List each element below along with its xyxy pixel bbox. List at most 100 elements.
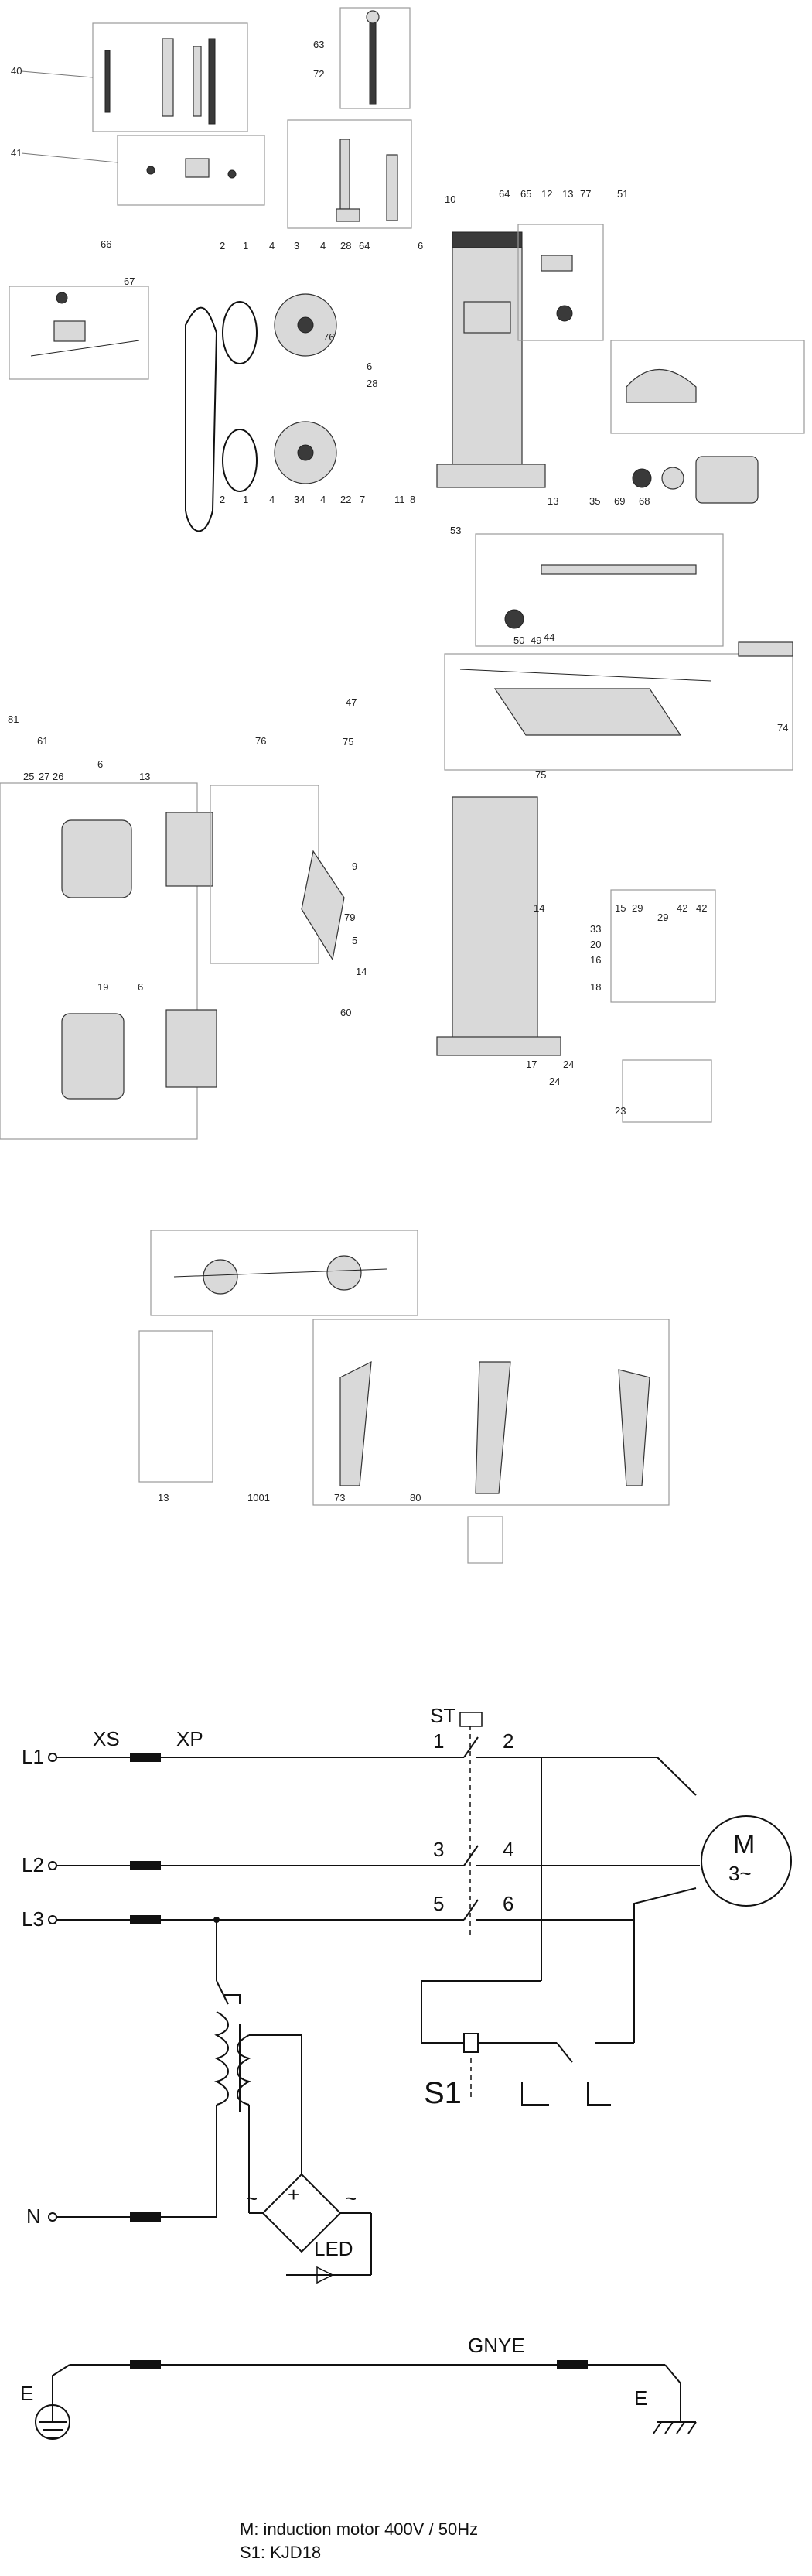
part-number-label: 75 xyxy=(535,769,546,781)
bridge-plus: + xyxy=(288,2183,299,2206)
earth-symbol-right xyxy=(653,2421,697,2434)
part-number-label: 60 xyxy=(340,1007,351,1018)
part-number-label: 7 xyxy=(360,494,365,505)
part-number-label: 42 xyxy=(677,902,687,914)
part-number-label: 19 xyxy=(97,981,108,993)
part-number-label: 69 xyxy=(614,495,625,507)
part-number-label: 27 xyxy=(39,771,49,782)
part-number-label: 12 xyxy=(541,188,552,200)
part-number-label: 47 xyxy=(346,696,357,708)
part-number-label: 4 xyxy=(269,494,275,505)
part-number-label: 5 xyxy=(352,935,357,946)
part-number-label: 68 xyxy=(639,495,650,507)
connector-xp: XP xyxy=(176,1727,203,1750)
assembly-box-61 xyxy=(0,782,198,1140)
connector-xs: XS xyxy=(93,1727,120,1750)
part-number-label: 24 xyxy=(549,1076,560,1087)
assembly-box-44 xyxy=(444,653,793,771)
part-number-label: 66 xyxy=(101,238,111,250)
motor-label: M xyxy=(733,1830,755,1859)
part-number-label: 29 xyxy=(657,912,668,923)
motor-note: M: induction motor 400V / 50Hz xyxy=(240,2520,479,2539)
contact-3: 3 xyxy=(433,1838,444,1861)
assembly-box-53 xyxy=(475,533,724,647)
ac-right: ~ xyxy=(345,2187,357,2210)
frame-lower xyxy=(452,796,538,1053)
contact-4: 4 xyxy=(503,1838,513,1861)
part-number-label: 76 xyxy=(323,331,334,343)
terminal-l3: L3 xyxy=(22,1907,44,1931)
part-number-label: 29 xyxy=(632,902,643,914)
contact-1: 1 xyxy=(433,1729,444,1753)
lower-door xyxy=(61,1013,125,1100)
assembly-box-72 xyxy=(287,119,412,229)
part-number-label: 26 xyxy=(53,771,63,782)
led-symbol xyxy=(316,2266,334,2284)
part-number-label: 63 xyxy=(313,39,324,50)
part-number-label: 16 xyxy=(590,954,601,966)
part-number-label: 64 xyxy=(499,188,510,200)
assembly-box-81 xyxy=(467,1516,503,1564)
part-number-label: 6 xyxy=(367,361,372,372)
part-number-label: 6 xyxy=(418,240,423,251)
stand-box-80 xyxy=(312,1319,670,1506)
part-number-label: 34 xyxy=(294,494,305,505)
part-number-label: 79 xyxy=(344,912,355,923)
part-number-label: 61 xyxy=(37,735,48,747)
earth-symbol-left xyxy=(35,2404,70,2440)
work-table xyxy=(493,688,682,736)
part-number-label: 2 xyxy=(220,240,225,251)
wiring-diagram: L1 L2 L3 N XS XP ST 1 2 3 4 5 6 M 3~ S1 … xyxy=(20,1704,792,2440)
part-number-label: 49 xyxy=(531,635,541,646)
saw-blade xyxy=(185,306,218,532)
part-number-label: 24 xyxy=(563,1059,574,1070)
assembly-box-76 xyxy=(210,785,319,964)
terminal-l1: L1 xyxy=(22,1745,44,1768)
switch-note: S1: KJD18 xyxy=(240,2543,322,2562)
terminal-l2: L2 xyxy=(22,1853,44,1876)
part-number-label: 13 xyxy=(548,495,558,507)
part-number-label: 13 xyxy=(158,1492,169,1504)
frame-upper xyxy=(452,247,523,481)
part-number-label: 18 xyxy=(590,981,601,993)
part-number-label: 1 xyxy=(243,240,248,251)
assembly-box-41 xyxy=(117,135,265,206)
contact-5: 5 xyxy=(433,1892,444,1915)
part-number-label: 73 xyxy=(334,1492,345,1504)
part-number-label: 17 xyxy=(526,1059,537,1070)
part-number-label: 72 xyxy=(313,68,324,80)
part-number-label: 4 xyxy=(269,240,275,251)
part-number-label: 53 xyxy=(450,525,461,536)
terminal-e-right: E xyxy=(634,2386,647,2410)
motor xyxy=(695,456,759,504)
part-number-label: 42 xyxy=(696,902,707,914)
part-number-label: 23 xyxy=(615,1105,626,1117)
part-number-label: 4 xyxy=(320,494,326,505)
part-number-label: 22 xyxy=(340,494,351,505)
part-number-label: 65 xyxy=(520,188,531,200)
part-number-label: 6 xyxy=(97,758,103,770)
ac-left: ~ xyxy=(246,2187,258,2210)
part-number-label: 15 xyxy=(615,902,626,914)
part-number-label: 40 xyxy=(11,65,22,77)
part-number-label: 2 xyxy=(220,494,225,505)
part-number-label: 14 xyxy=(534,902,544,914)
part-number-label: 11 xyxy=(394,494,405,505)
assembly-box-33 xyxy=(610,889,716,1003)
part-number-label: 13 xyxy=(562,188,573,200)
part-number-label: 4 xyxy=(320,240,326,251)
assembly-box-1001 xyxy=(138,1330,213,1483)
part-number-label: 28 xyxy=(367,378,377,389)
part-number-label: 14 xyxy=(356,966,367,977)
terminal-e-left: E xyxy=(20,2382,33,2405)
contact-2: 2 xyxy=(503,1729,513,1753)
part-number-label: 51 xyxy=(617,188,628,200)
contact-6: 6 xyxy=(503,1892,513,1915)
part-number-label: 9 xyxy=(352,860,357,872)
switch-st: ST xyxy=(430,1704,455,1727)
relay-s1: S1 xyxy=(424,2076,462,2110)
assembly-box-64 xyxy=(517,224,604,341)
part-number-label: 28 xyxy=(340,240,351,251)
